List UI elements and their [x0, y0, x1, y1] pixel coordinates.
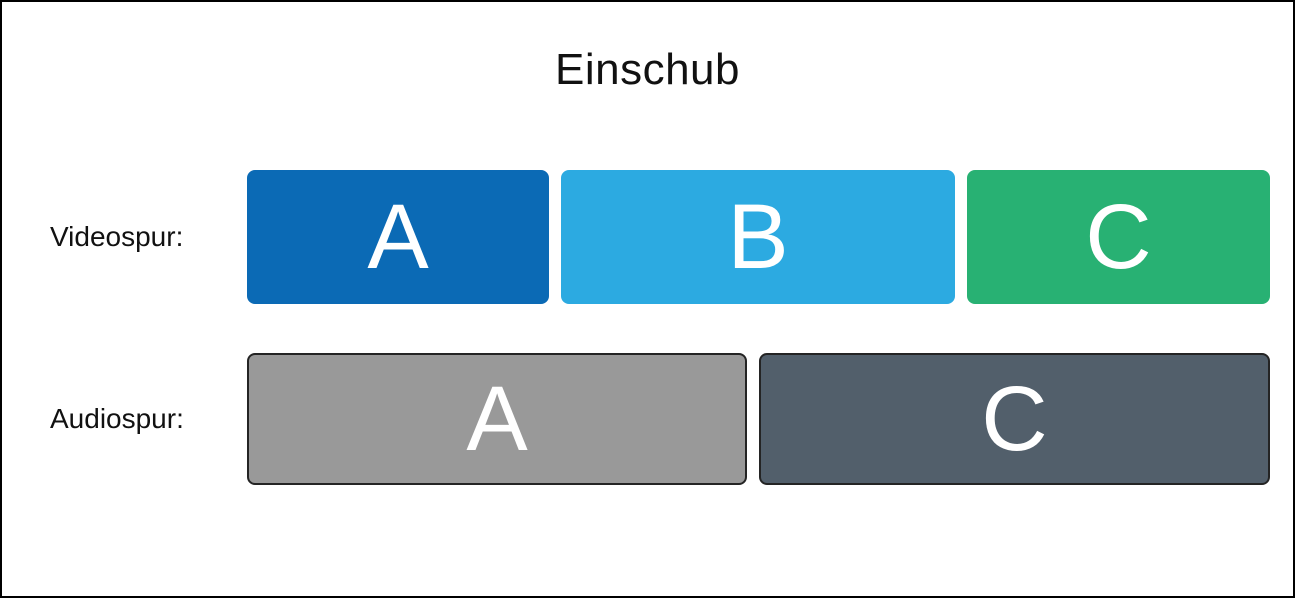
audio-track-label: Audiospur:	[50, 403, 184, 434]
track-block-videospur-c: C	[966, 170, 1270, 304]
track-block-audiospur-a: A	[247, 353, 748, 485]
block-label: C	[981, 368, 1048, 470]
block-label: B	[727, 186, 789, 288]
diagram-title: Einschub	[554, 45, 740, 94]
video-track: A B C	[247, 170, 1270, 304]
block-label: C	[1085, 186, 1152, 288]
video-track-label: Videospur:	[50, 221, 184, 252]
video-track-row: Videospur: A B C	[2, 170, 1293, 304]
track-block-audiospur-c: C	[759, 353, 1270, 485]
track-block-videospur-a: A	[247, 170, 550, 304]
block-label: A	[466, 368, 528, 470]
track-block-videospur-b: B	[561, 170, 955, 304]
block-label: A	[367, 186, 429, 288]
